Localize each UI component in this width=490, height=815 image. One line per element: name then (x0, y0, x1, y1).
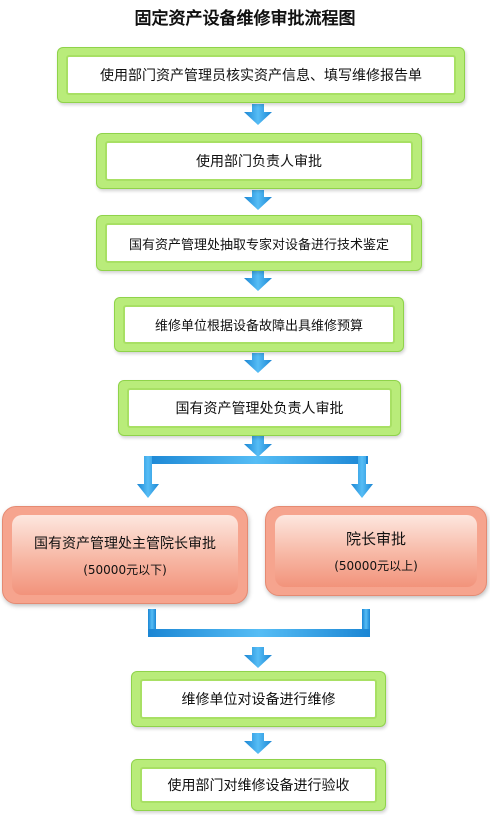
down-arrow-2 (244, 190, 272, 210)
branch-vice-president-condition: (50000元以下) (83, 562, 167, 577)
merge-connector (148, 609, 370, 637)
step-6-label: 维修单位对设备进行维修 (140, 679, 377, 719)
step-5-box: 国有资产管理处负责人审批 (118, 380, 401, 436)
step-2-box: 使用部门负责人审批 (96, 133, 422, 189)
step-2-label: 使用部门负责人审批 (105, 141, 413, 181)
branch-president-condition: (50000元以上) (334, 559, 418, 573)
page-title: 固定资产设备维修审批流程图 (134, 9, 356, 29)
branch-vice-president-box: 国有资产管理处主管院长审批 (50000元以下) (2, 506, 248, 604)
step-3-box: 国有资产管理处抽取专家对设备进行技术鉴定 (96, 215, 422, 271)
down-arrow-7 (244, 733, 272, 754)
step-3-label: 国有资产管理处抽取专家对设备进行技术鉴定 (105, 223, 413, 263)
step-1-label: 使用部门资产管理员核实资产信息、填写维修报告单 (66, 55, 456, 95)
branch-president-box: 院长审批 (50000元以上) (265, 506, 487, 596)
step-6-box: 维修单位对设备进行维修 (131, 671, 386, 727)
branch-vice-president-label: 国有资产管理处主管院长审批 (34, 535, 216, 552)
split-connector (137, 456, 373, 498)
down-arrow-4 (244, 353, 272, 373)
down-arrow-6 (244, 647, 272, 668)
step-7-label: 使用部门对维修设备进行验收 (140, 767, 377, 803)
down-arrow-1 (244, 104, 272, 125)
step-4-box: 维修单位根据设备故障出具维修预算 (114, 297, 404, 352)
branch-president-label: 院长审批 (345, 530, 406, 548)
step-5-label: 国有资产管理处负责人审批 (127, 388, 392, 428)
down-arrow-5 (244, 436, 272, 457)
step-1-box: 使用部门资产管理员核实资产信息、填写维修报告单 (57, 47, 465, 103)
down-arrow-3 (244, 271, 272, 291)
step-7-box: 使用部门对维修设备进行验收 (131, 759, 386, 811)
step-4-label: 维修单位根据设备故障出具维修预算 (123, 305, 395, 344)
